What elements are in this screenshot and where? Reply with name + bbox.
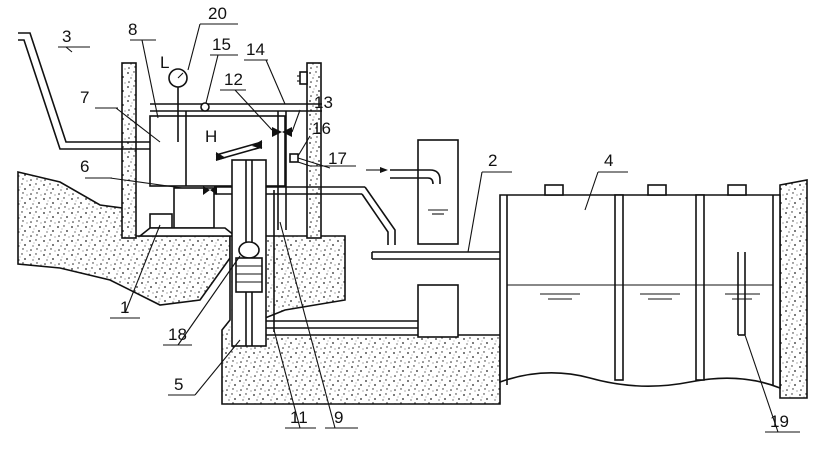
- label-H: H: [205, 127, 217, 146]
- pipe-3: [18, 32, 210, 150]
- label-3: 3: [62, 27, 71, 46]
- label-1: 1: [120, 298, 129, 317]
- pipe-11: [266, 320, 436, 329]
- label-17: 17: [328, 149, 347, 168]
- lower-chute: [417, 284, 459, 338]
- leader-lines: [58, 23, 800, 433]
- tank-4: [499, 184, 781, 390]
- label-15: 15: [212, 35, 231, 54]
- label-8: 8: [128, 20, 137, 39]
- label-4: 4: [604, 151, 613, 170]
- label-5: 5: [174, 375, 183, 394]
- wall-right: [306, 62, 322, 239]
- label-7: 7: [80, 88, 89, 107]
- label-12: 12: [224, 70, 243, 89]
- label-9: 9: [334, 408, 343, 427]
- valve-12: [272, 127, 282, 137]
- motor-1: [137, 187, 238, 237]
- label-11: 11: [290, 408, 308, 427]
- pipe-14: [150, 103, 322, 112]
- label-14: 14: [246, 40, 265, 59]
- valve-15: [200, 102, 210, 112]
- label-20: 20: [208, 4, 227, 23]
- valve-6: [203, 186, 217, 195]
- device-16: [289, 153, 299, 163]
- wall-bracket: [297, 71, 308, 85]
- label-2: 2: [488, 151, 497, 170]
- label-6: 6: [80, 157, 89, 176]
- pipe-19: [725, 252, 760, 336]
- label-16: 16: [312, 119, 331, 138]
- pump-18: [235, 241, 263, 293]
- label-13: 13: [314, 93, 333, 112]
- label-18: 18: [168, 325, 187, 344]
- label-L: L: [160, 53, 169, 72]
- valve-13: [282, 127, 292, 137]
- wall-left: [121, 62, 137, 239]
- gauge-20: [168, 68, 188, 142]
- suction-pipe-h: [215, 140, 263, 161]
- label-19: 19: [770, 412, 789, 431]
- ground-right-wall: [779, 179, 808, 399]
- upper-chute: [366, 139, 459, 245]
